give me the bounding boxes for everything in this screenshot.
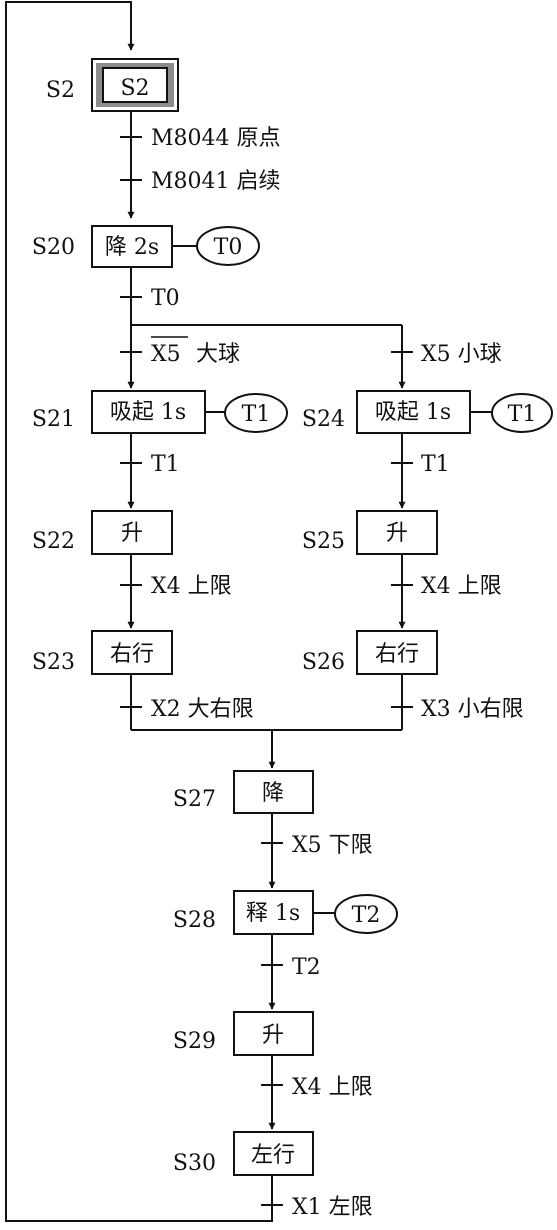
- step-action-s27: 降: [262, 781, 284, 806]
- step-box-s27: [233, 770, 314, 814]
- transition-label-14: X4 上限: [292, 1075, 373, 1100]
- transition-label-1: M8044 原点: [151, 126, 281, 151]
- step-action-s20: 降 2s: [105, 235, 159, 260]
- step-label-s29: S29: [173, 1029, 216, 1054]
- initial-step-inner-box: [102, 67, 168, 103]
- step-box-s24: [356, 390, 471, 434]
- step-label-s28: S28: [173, 908, 216, 933]
- transition-label-3: T0: [151, 286, 180, 311]
- step-label-s21: S21: [32, 407, 75, 432]
- timer-label-t2: T2: [352, 903, 381, 928]
- transition-label-13: T2: [292, 955, 321, 980]
- step-label-s27: S27: [173, 787, 216, 812]
- step-action-s29: 升: [262, 1023, 284, 1048]
- transition-signal-4: X5: [151, 342, 181, 367]
- step-box-s26: [356, 630, 438, 675]
- step-box-s30: [233, 1131, 314, 1176]
- transition-label-7: T1: [421, 452, 450, 477]
- step-box-s29: [233, 1011, 314, 1056]
- timer-label-t1-right: T1: [508, 402, 537, 427]
- timer-label-t1-left: T1: [242, 402, 271, 427]
- transition-label-15: X1 左限: [292, 1195, 373, 1220]
- timer-label-t0: T0: [214, 235, 243, 260]
- transition-label-8: X4 上限: [151, 574, 232, 599]
- timer-ellipse-t0: [196, 226, 260, 266]
- transition-label-10: X2 大右限: [151, 697, 254, 722]
- step-label-s30: S30: [173, 1151, 216, 1176]
- timer-ellipse-t1-left: [224, 393, 288, 433]
- step-action-s22: 升: [121, 521, 143, 546]
- step-action-s21: 吸起 1s: [110, 400, 186, 425]
- step-action-s26: 右行: [375, 642, 419, 667]
- step-action-s25: 升: [386, 521, 408, 546]
- step-action-s24: 吸起 1s: [375, 400, 451, 425]
- step-label-s22: S22: [32, 529, 75, 554]
- timer-ellipse-t2: [334, 894, 398, 934]
- transition-label-6: T1: [151, 452, 180, 477]
- transition-label-4: 大球: [196, 342, 240, 367]
- step-action-s30: 左行: [251, 1143, 295, 1168]
- step-label-s26: S26: [302, 650, 345, 675]
- step-label-s25: S25: [302, 529, 345, 554]
- step-label-s23: S23: [32, 650, 75, 675]
- step-action-s2: S2: [120, 76, 149, 101]
- step-label-s20: S20: [32, 235, 75, 260]
- step-label-s24: S24: [302, 407, 345, 432]
- step-box-s23: [91, 630, 173, 675]
- transition-label-12: X5 下限: [292, 833, 373, 858]
- transition-label-9: X4 上限: [421, 574, 502, 599]
- step-box-s20: [91, 225, 173, 268]
- step-action-s28: 释 1s: [246, 901, 300, 926]
- transition-label-2: M8041 启续: [151, 169, 281, 194]
- step-action-s23: 右行: [110, 642, 154, 667]
- transition-label-5: X5 小球: [421, 342, 502, 367]
- step-box-s25: [356, 510, 438, 555]
- step-label-s2: S2: [46, 78, 75, 103]
- transition-label-11: X3 小右限: [421, 697, 524, 722]
- timer-ellipse-t1-right: [491, 393, 553, 433]
